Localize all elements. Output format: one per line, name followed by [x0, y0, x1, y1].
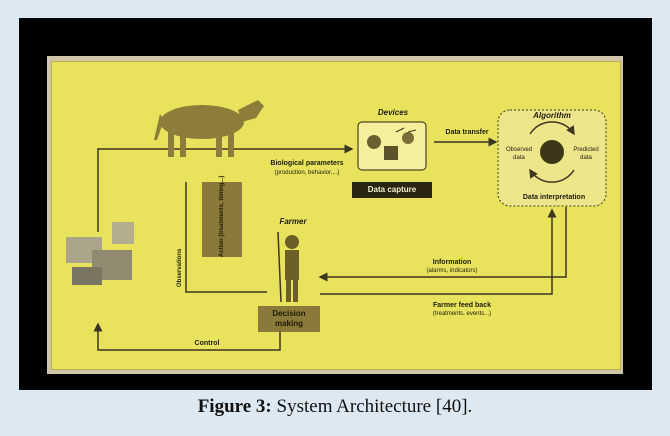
farmer-icon: [277, 231, 299, 303]
action-box: Action (treatments, timing...): [202, 175, 242, 257]
information-sub: (alarms, indicators): [426, 268, 478, 274]
information-arrow: [318, 207, 567, 282]
biological-parameters-sub: (production, behavior,...): [274, 170, 340, 176]
figure-caption-text: System Architecture [40].: [271, 396, 473, 417]
data-interpretation-label: Data interpretation: [522, 194, 586, 201]
observed-data-label: Observed data: [505, 147, 532, 161]
action-box-label: Action (treatments, timing...): [219, 175, 225, 257]
biological-parameters-label: Biological parameters: [270, 160, 344, 167]
cow-icon: [154, 100, 264, 157]
observations-label: Observations: [177, 248, 183, 287]
control-arrow: [93, 322, 281, 351]
algorithm-title: Algorithm: [533, 111, 571, 120]
video-frame: Biological parameters (production, behav…: [19, 18, 652, 390]
data-capture-box: Data capture: [352, 182, 432, 198]
control-label: Control: [194, 340, 220, 347]
farmer-title: Farmer: [279, 217, 307, 226]
predicted-data-label: Predicted data: [573, 147, 599, 161]
devices-title: Devices: [377, 108, 409, 117]
figure-caption: Figure 3: System Architecture [40].: [0, 396, 670, 418]
system-architecture-diagram: Biological parameters (production, behav…: [51, 61, 621, 370]
bio-params-arrow: [97, 144, 354, 232]
data-cycle-icon: [497, 109, 607, 207]
farmer-feedback-label: Farmer feed back: [433, 302, 491, 309]
decision-making-box: Decision making: [258, 306, 320, 332]
farm-equipment-icon: [66, 222, 134, 285]
observations-line: [185, 182, 267, 293]
projection-screen: Biological parameters (production, behav…: [47, 56, 623, 374]
data-transfer-label: Data transfer: [445, 129, 489, 136]
farmer-feedback-sub: (treatments, events...): [432, 311, 492, 317]
diagram-connectors: [66, 100, 607, 351]
feedback-arrow: [320, 208, 557, 295]
information-label: Information: [432, 259, 472, 266]
figure-caption-label: Figure 3:: [197, 396, 272, 417]
sensor-devices-icon: [357, 121, 427, 171]
